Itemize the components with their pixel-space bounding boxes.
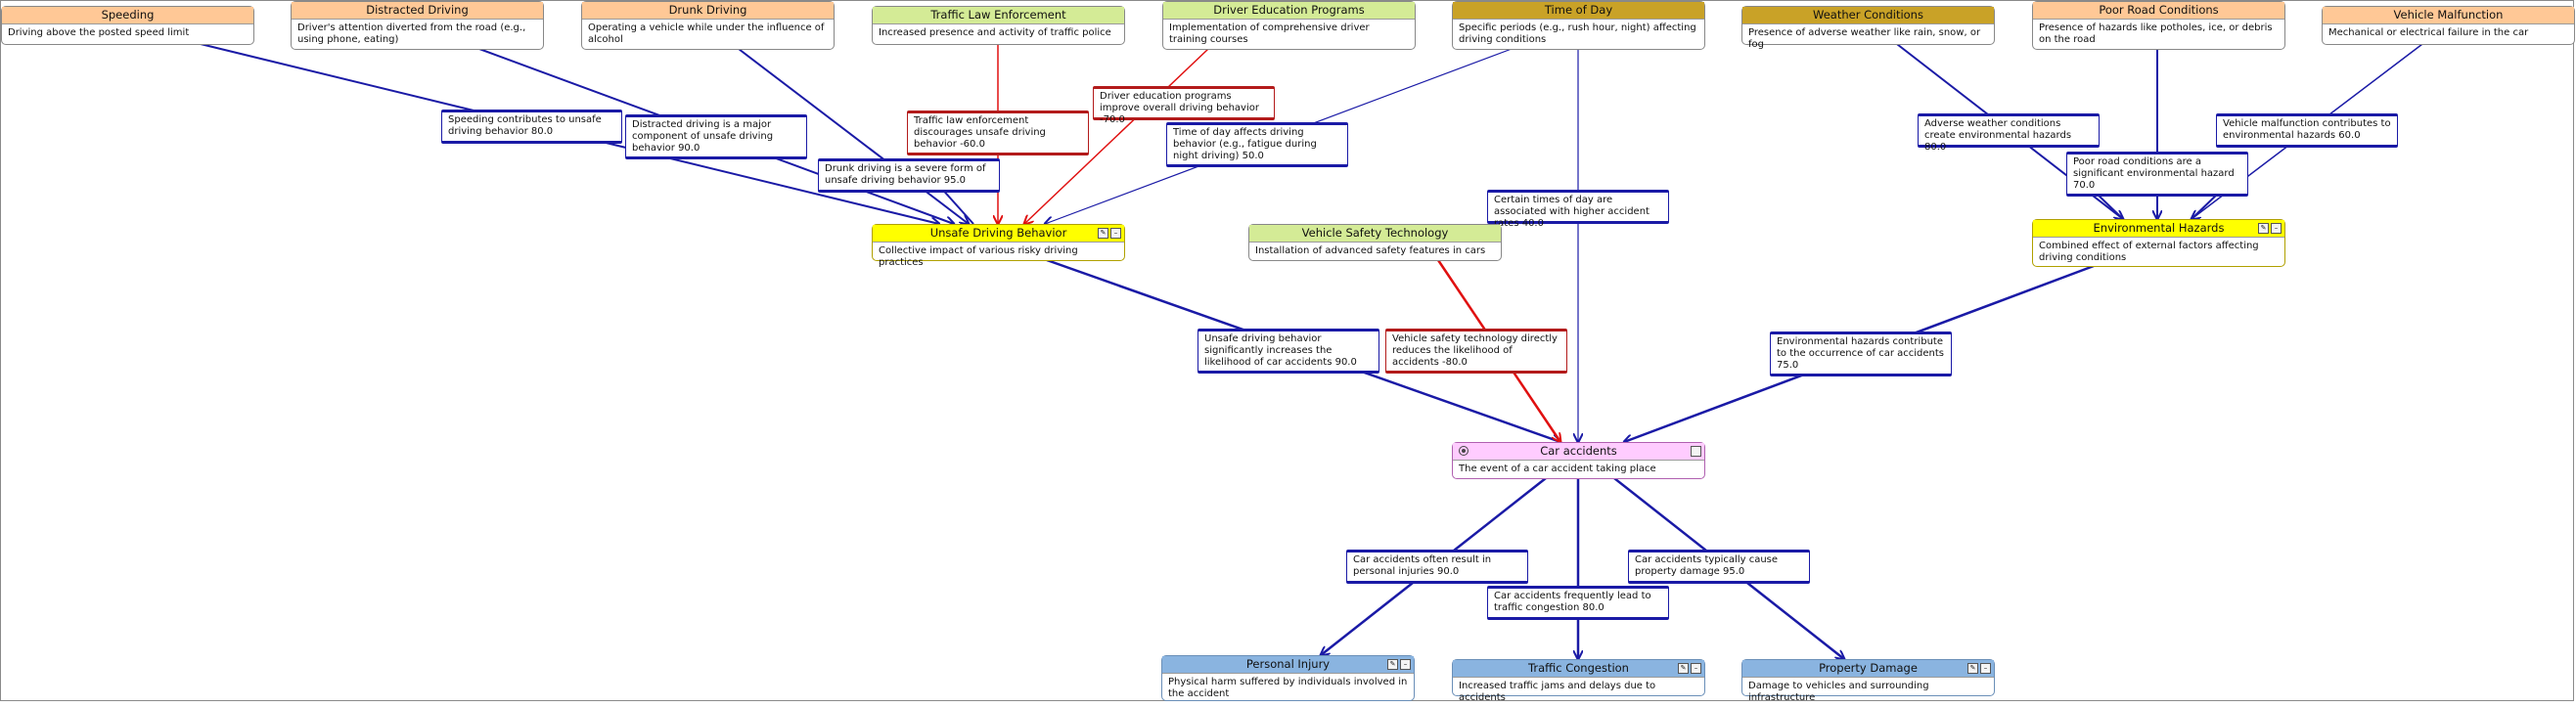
node-description: Collective impact of various risky drivi…	[879, 245, 1078, 268]
node-description: Damage to vehicles and surrounding infra…	[1748, 681, 1929, 703]
target-icon	[1459, 446, 1469, 456]
collapse-icon[interactable]: –	[1980, 663, 1991, 674]
edge-drunk-unsafe[interactable]	[738, 48, 969, 224]
node-speeding[interactable]: Speeding Driving above the posted speed …	[1, 6, 254, 45]
edge-label-law[interactable]: Traffic law enforcement discourages unsa…	[907, 110, 1089, 155]
node-tools: ✎ –	[1387, 659, 1411, 670]
pencil-icon[interactable]: ✎	[1678, 663, 1689, 674]
edge-label-distracted[interactable]: Distracted driving is a major component …	[625, 114, 807, 159]
node-title: Vehicle Safety Technology	[1249, 225, 1501, 243]
edge-label-acc-congestion[interactable]: Car accidents frequently lead to traffic…	[1487, 586, 1669, 620]
pencil-icon[interactable]: ✎	[1387, 659, 1398, 670]
node-description: Driving above the posted speed limit	[8, 27, 190, 38]
node-description: Increased traffic jams and delays due to…	[1459, 681, 1656, 703]
node-description: Specific periods (e.g., rush hour, night…	[1459, 22, 1696, 45]
edge-label-education[interactable]: Driver education programs improve overal…	[1093, 86, 1275, 125]
node-driver-education[interactable]: Driver Education Programs Implementation…	[1162, 1, 1416, 50]
node-title: Personal Injury	[1162, 656, 1414, 674]
pencil-icon[interactable]: ✎	[2258, 223, 2269, 234]
collapse-icon[interactable]: –	[2271, 223, 2282, 234]
node-description: Installation of advanced safety features…	[1255, 245, 1486, 256]
node-title: Distracted Driving	[292, 2, 543, 20]
node-vehicle-safety-technology[interactable]: Vehicle Safety Technology Installation o…	[1248, 224, 1502, 261]
node-traffic-law-enforcement[interactable]: Traffic Law Enforcement Increased presen…	[872, 6, 1125, 45]
collapse-icon[interactable]: –	[1400, 659, 1411, 670]
node-description: Presence of hazards like potholes, ice, …	[2039, 22, 2273, 45]
node-tools: ✎ –	[1098, 228, 1121, 239]
edge-label-weather[interactable]: Adverse weather conditions create enviro…	[1918, 113, 2100, 153]
node-title: Vehicle Malfunction	[2323, 7, 2574, 24]
edge-label-malfunction[interactable]: Vehicle malfunction contributes to envir…	[2216, 113, 2398, 148]
node-description: Driver's attention diverted from the roa…	[297, 22, 526, 45]
node-drunk-driving[interactable]: Drunk Driving Operating a vehicle while …	[581, 1, 835, 50]
node-vehicle-malfunction[interactable]: Vehicle Malfunction Mechanical or electr…	[2322, 6, 2575, 45]
node-tools: ✎ –	[1967, 663, 1991, 674]
node-description: Combined effect of external factors affe…	[2039, 241, 2259, 263]
edge-label-time-unsafe[interactable]: Time of day affects driving behavior (e.…	[1166, 122, 1348, 167]
node-title: Traffic Congestion	[1453, 660, 1704, 678]
node-description: Mechanical or electrical failure in the …	[2328, 27, 2529, 38]
edge-label-drunk[interactable]: Drunk driving is a severe form of unsafe…	[818, 158, 1000, 193]
edge-label-tech-accidents[interactable]: Vehicle safety technology directly reduc…	[1385, 329, 1567, 374]
edge-education-unsafe[interactable]	[1024, 48, 1209, 224]
node-title: Car accidents	[1453, 443, 1704, 461]
node-title: Unsafe Driving Behavior	[873, 225, 1124, 243]
node-description: The event of a car accident taking place	[1459, 464, 1656, 474]
node-car-accidents[interactable]: Car accidents The event of a car acciden…	[1452, 442, 1705, 479]
edge-label-speeding[interactable]: Speeding contributes to unsafe driving b…	[441, 110, 622, 144]
collapse-icon[interactable]: –	[1691, 663, 1701, 674]
node-title: Property Damage	[1742, 660, 1994, 678]
node-time-of-day[interactable]: Time of Day Specific periods (e.g., rush…	[1452, 1, 1705, 50]
node-tools	[1691, 446, 1701, 457]
node-title: Drunk Driving	[582, 2, 834, 20]
edge-label-unsafe-accidents[interactable]: Unsafe driving behavior significantly in…	[1198, 329, 1379, 374]
node-title: Poor Road Conditions	[2033, 2, 2284, 20]
node-description: Implementation of comprehensive driver t…	[1169, 22, 1370, 45]
node-title-text: Car accidents	[1540, 444, 1617, 458]
node-distracted-driving[interactable]: Distracted Driving Driver's attention di…	[291, 1, 544, 50]
node-environmental-hazards[interactable]: Environmental Hazards ✎ – Combined effec…	[2032, 219, 2285, 267]
pencil-icon[interactable]: ✎	[1098, 228, 1108, 239]
edge-label-acc-damage[interactable]: Car accidents typically cause property d…	[1628, 550, 1810, 584]
node-tools: ✎ –	[1678, 663, 1701, 674]
node-title: Speeding	[2, 7, 253, 24]
node-title: Time of Day	[1453, 2, 1704, 20]
collapse-icon[interactable]	[1691, 446, 1701, 457]
node-title: Traffic Law Enforcement	[873, 7, 1124, 24]
node-description: Increased presence and activity of traff…	[879, 27, 1111, 38]
node-unsafe-driving-behavior[interactable]: Unsafe Driving Behavior ✎ – Collective i…	[872, 224, 1125, 268]
node-description: Presence of adverse weather like rain, s…	[1748, 27, 1981, 50]
node-weather-conditions[interactable]: Weather Conditions Presence of adverse w…	[1741, 6, 1995, 50]
node-title: Weather Conditions	[1742, 7, 1994, 24]
node-traffic-congestion[interactable]: Traffic Congestion ✎ – Increased traffic…	[1452, 659, 1705, 703]
node-title: Environmental Hazards	[2033, 220, 2284, 238]
node-title: Driver Education Programs	[1163, 2, 1415, 20]
node-poor-road-conditions[interactable]: Poor Road Conditions Presence of hazards…	[2032, 1, 2285, 50]
node-tools: ✎ –	[2258, 223, 2282, 234]
edge-label-env-accidents[interactable]: Environmental hazards contribute to the …	[1770, 331, 1952, 376]
edge-label-acc-injury[interactable]: Car accidents often result in personal i…	[1346, 550, 1528, 584]
node-description: Operating a vehicle while under the infl…	[588, 22, 825, 45]
edge-label-road[interactable]: Poor road conditions are a significant e…	[2066, 152, 2248, 197]
node-property-damage[interactable]: Property Damage ✎ – Damage to vehicles a…	[1741, 659, 1995, 703]
edge-label-time-accidents[interactable]: Certain times of day are associated with…	[1487, 190, 1669, 229]
node-description: Physical harm suffered by individuals in…	[1168, 677, 1408, 699]
pencil-icon[interactable]: ✎	[1967, 663, 1978, 674]
node-personal-injury[interactable]: Personal Injury ✎ – Physical harm suffer…	[1161, 655, 1415, 701]
collapse-icon[interactable]: –	[1110, 228, 1121, 239]
